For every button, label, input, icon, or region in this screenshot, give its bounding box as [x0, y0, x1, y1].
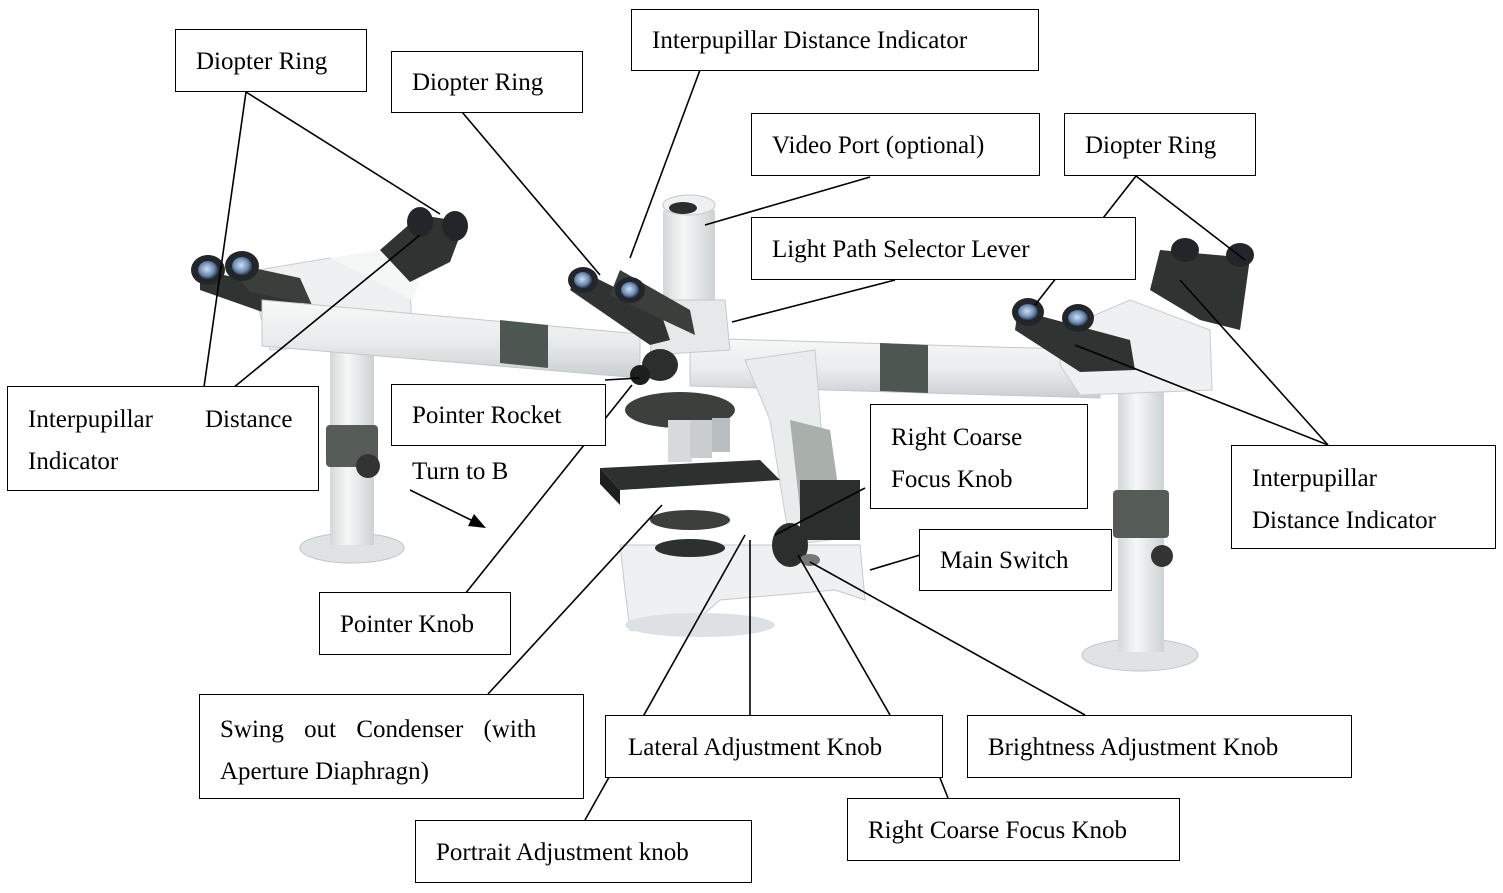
label-text-word2: Distance: [205, 406, 293, 433]
grip-ring: [1113, 490, 1169, 538]
leader-lines: [199, 69, 1329, 821]
lock-knob: [356, 454, 380, 478]
label-text-line1: Interpupillar: [1252, 465, 1377, 492]
label-text-line2: Focus Knob: [891, 466, 1013, 493]
label-interpupillar-top: Interpupillar Distance Indicator: [631, 9, 1039, 71]
label-pointer-rocket: Pointer Rocket: [391, 384, 606, 446]
turn-arrow-head: [468, 514, 486, 528]
label-text: Brightness Adjustment Knob: [988, 734, 1279, 761]
label-text: Lateral Adjustment Knob: [628, 734, 883, 761]
label-text: Main Switch: [940, 547, 1069, 574]
label-diopter-ring-right: Diopter Ring: [1064, 113, 1256, 176]
label-text: Pointer Knob: [340, 611, 475, 638]
central-body: [568, 194, 866, 637]
lock-knob: [1151, 545, 1173, 567]
label-text: Pointer Rocket: [412, 402, 562, 429]
label-text: Right Coarse Focus Knob: [868, 817, 1128, 844]
label-text: Diopter Ring: [412, 69, 544, 96]
label-text: Diopter Ring: [196, 48, 328, 75]
label-text: Interpupillar Distance Indicator: [652, 27, 968, 54]
label-portrait-adjustment: Portrait Adjustment knob: [415, 820, 752, 883]
label-video-port: Video Port (optional): [751, 113, 1040, 176]
label-right-coarse-focus-lower: Right Coarse Focus Knob: [847, 798, 1180, 861]
label-light-path-selector: Light Path Selector Lever: [751, 217, 1136, 280]
label-swing-out-condenser: Swing out Condenser (with Aperture Diaph…: [199, 694, 584, 799]
right-pod: [1012, 238, 1254, 672]
label-pointer-knob: Pointer Knob: [319, 592, 511, 655]
label-turn-to-b: Turn to B: [412, 458, 509, 485]
label-interpupillar-right: Interpupillar Distance Indicator: [1231, 445, 1496, 549]
label-text-line2: Aperture Diaphragn): [220, 758, 429, 785]
label-text: Diopter Ring: [1085, 132, 1217, 159]
label-diopter-ring-center: Diopter Ring: [391, 51, 583, 113]
label-lateral-adjustment: Lateral Adjustment Knob: [605, 715, 943, 778]
label-text-line2: Distance Indicator: [1252, 507, 1436, 534]
label-text-line1: Interpupillar: [28, 406, 153, 433]
label-main-switch: Main Switch: [919, 529, 1112, 591]
label-brightness-adjustment: Brightness Adjustment Knob: [967, 715, 1352, 778]
label-text: Light Path Selector Lever: [772, 236, 1030, 263]
label-text-line1: Right Coarse: [891, 424, 1023, 451]
label-right-coarse-focus-upper: Right Coarse Focus Knob: [870, 404, 1088, 509]
label-text-line1: Swing out Condenser (with: [220, 716, 537, 743]
left-rear-eyepieces: [380, 207, 468, 282]
label-diopter-ring-left: Diopter Ring: [175, 29, 367, 92]
label-text-line2: Indicator: [28, 448, 119, 475]
label-interpupillar-left: Interpupillar Distance Indicator: [7, 386, 319, 491]
label-text: Video Port (optional): [772, 132, 985, 159]
label-text: Portrait Adjustment knob: [436, 839, 689, 866]
